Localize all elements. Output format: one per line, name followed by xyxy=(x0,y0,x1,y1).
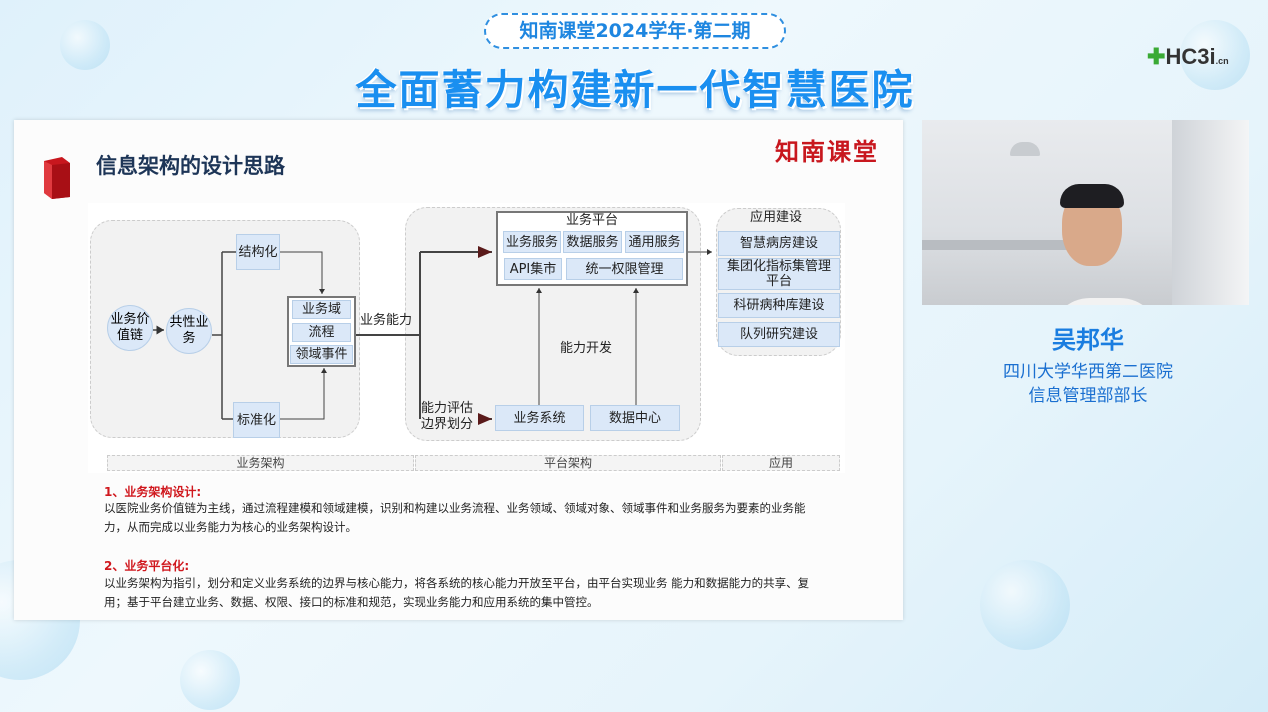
footer-application: 应用 xyxy=(722,455,840,471)
platform-service: 通用服务 xyxy=(625,231,684,253)
speaker-hair xyxy=(1060,184,1124,208)
domain-item: 流程 xyxy=(292,323,351,342)
hc3i-logo: ✚HC3i.cn xyxy=(1147,44,1229,69)
section-text: 以医院业务价值链为主线，通过流程建模和领域建模，识别和构建以业务流程、业务领域、… xyxy=(104,501,806,534)
platform-service: 数据服务 xyxy=(563,231,622,253)
lamp xyxy=(1010,142,1040,156)
domain-item: 领域事件 xyxy=(290,345,353,364)
decor-bubble xyxy=(180,650,240,710)
slide-title: 信息架构的设计思路 xyxy=(96,154,285,178)
section-text: 以业务架构为指引，划分和定义业务系统的边界与核心能力，将各系统的核心能力开放至平… xyxy=(104,576,810,609)
speaker-video xyxy=(922,120,1249,305)
value-chain-node: 业务价值链 xyxy=(107,305,153,351)
footer-business: 业务架构 xyxy=(107,455,414,471)
plus-icon: ✚ xyxy=(1147,44,1166,69)
capability-label: 业务能力 xyxy=(360,313,413,328)
source-node: 业务系统 xyxy=(495,405,584,431)
platform-service: 统一权限管理 xyxy=(566,258,683,280)
dev-label: 能力开发 xyxy=(560,341,613,356)
window xyxy=(1172,120,1249,305)
platform-service: 业务服务 xyxy=(503,231,561,253)
speaker-shirt xyxy=(1050,298,1160,305)
app-item: 队列研究建设 xyxy=(718,322,840,347)
app-item: 智慧病房建设 xyxy=(718,231,840,256)
source-node: 数据中心 xyxy=(590,405,680,431)
structured-node: 结构化 xyxy=(236,234,280,270)
table xyxy=(922,240,1072,250)
domain-item: 业务域 xyxy=(292,300,351,319)
series-badge: 知南课堂2024学年·第二期 xyxy=(484,13,786,49)
book-icon xyxy=(44,157,70,199)
section-heading: 2、业务平台化: xyxy=(104,559,190,573)
app-item: 集团化指标集管理平台 xyxy=(718,258,840,290)
app-item: 科研病种库建设 xyxy=(718,293,840,318)
section-heading: 1、业务架构设计: xyxy=(104,485,202,499)
footer-platform: 平台架构 xyxy=(415,455,721,471)
platform-title: 业务平台 xyxy=(566,213,619,228)
speaker-name: 吴邦华 xyxy=(1052,326,1124,354)
boundary-label: 边界划分 xyxy=(421,417,474,432)
watermark: 知南课堂 xyxy=(775,137,879,166)
speaker-org: 四川大学华西第二医院信息管理部部长 xyxy=(1003,362,1173,406)
standardized-node: 标准化 xyxy=(233,402,280,438)
decor-bubble xyxy=(980,560,1070,650)
assess-label: 能力评估 xyxy=(421,401,474,416)
common-business-node: 共性业务 xyxy=(166,308,212,354)
platform-service: API集市 xyxy=(504,258,562,280)
decor-bubble xyxy=(1180,20,1250,90)
decor-bubble xyxy=(60,20,110,70)
main-title: 全面蓄力构建新一代智慧医院 xyxy=(355,66,915,114)
app-title: 应用建设 xyxy=(750,210,803,225)
